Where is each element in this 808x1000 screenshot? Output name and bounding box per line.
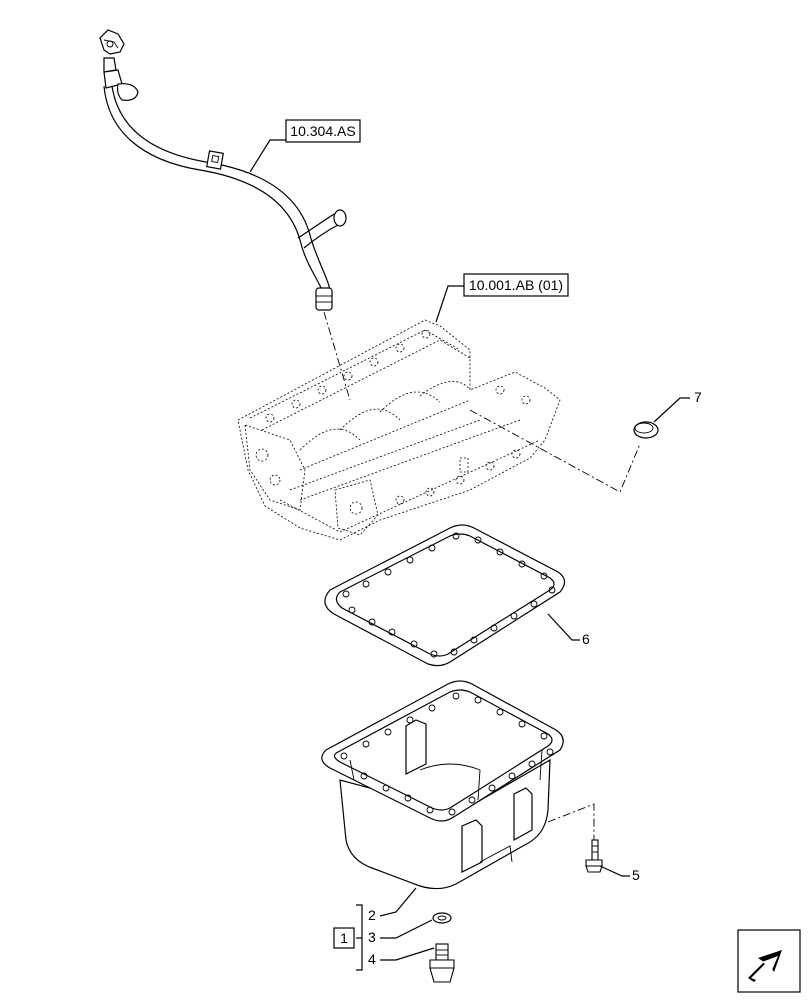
dipstick-ref-box[interactable]: 10.304.AS [285, 119, 361, 143]
engine-block-ref-label: 10.001.AB (01) [469, 277, 563, 293]
oil-pan-part-2 [321, 680, 564, 890]
bolt-part-5 [585, 839, 603, 873]
washer-part-3 [432, 912, 452, 924]
callout-7: 7 [694, 389, 702, 405]
callout-group-1: 1 [333, 904, 363, 971]
callout-6: 6 [582, 631, 590, 647]
callout-2: 2 [368, 907, 376, 923]
page-navigation-arrow-icon[interactable] [737, 929, 801, 993]
callout-4: 4 [368, 951, 376, 967]
gasket-part-6 [324, 524, 566, 667]
callout-3: 3 [368, 929, 376, 945]
drain-plug-part-4 [429, 943, 455, 983]
callout-5: 5 [632, 867, 640, 883]
callout-1: 1 [340, 930, 348, 946]
engine-block-ref-box[interactable]: 10.001.AB (01) [463, 273, 569, 297]
plug-part-7 [633, 421, 659, 439]
dipstick-ref-label: 10.304.AS [290, 123, 355, 139]
dipstick-tube-assembly [99, 29, 347, 311]
engine-block-lower-half [237, 319, 561, 541]
